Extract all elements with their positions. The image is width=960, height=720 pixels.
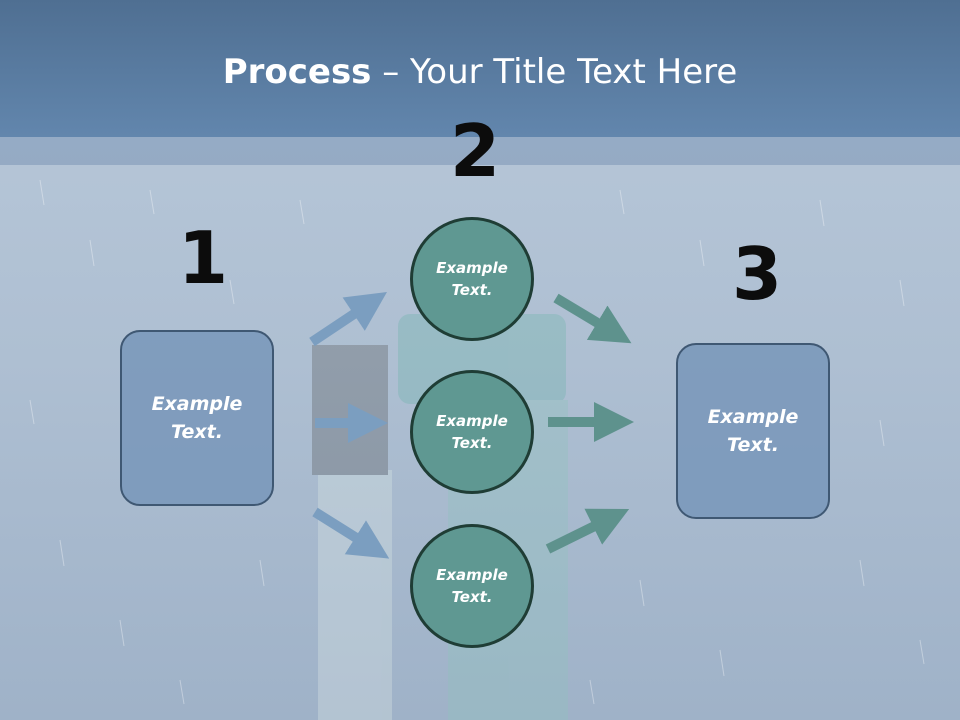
step-2-circle-bottom: Example Text. [410, 524, 534, 648]
step-2-circle-top: Example Text. [410, 217, 534, 341]
step-number-3: 3 [732, 232, 783, 316]
arrow-2c-to-3 [545, 508, 630, 554]
title-bar-band [0, 137, 960, 165]
step-number-1: 1 [178, 216, 229, 300]
title-bold: Process [222, 52, 372, 92]
slide-title: Process – Your Title Text Here [0, 52, 960, 92]
arrow-2a-to-3 [553, 293, 632, 344]
step-1-box: Example Text. [120, 330, 274, 506]
step-3-box: Example Text. [676, 343, 830, 519]
arrow-1-to-2a [309, 292, 387, 347]
arrow-1-to-2c [312, 507, 390, 559]
title-rest: – Your Title Text Here [371, 52, 738, 92]
title-bar [0, 0, 960, 137]
step-2-circle-middle: Example Text. [410, 370, 534, 494]
step-number-2: 2 [450, 109, 501, 193]
